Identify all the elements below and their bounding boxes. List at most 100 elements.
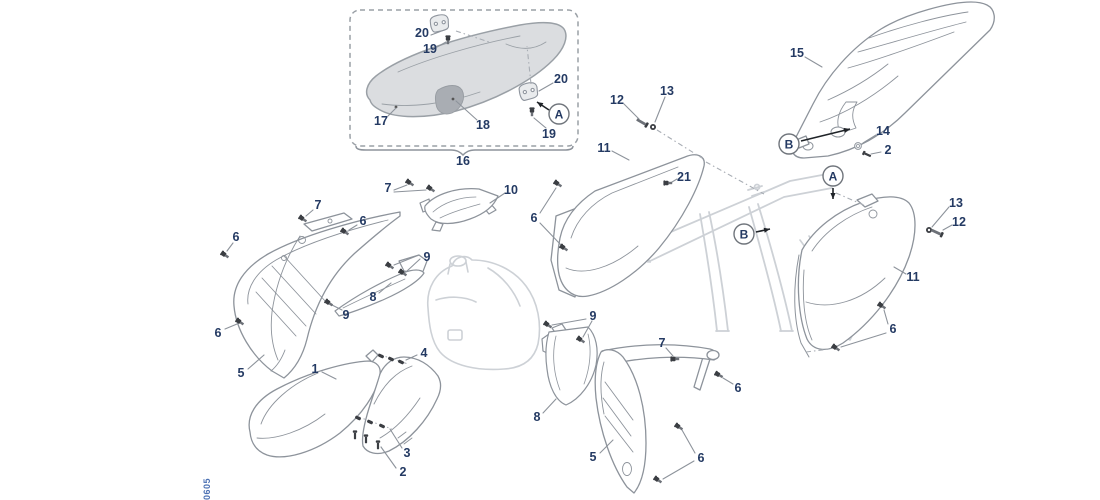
rivet-icon <box>367 419 373 425</box>
callout-8: 8 <box>534 410 541 424</box>
reference-line <box>656 129 703 159</box>
leader-line <box>378 282 392 294</box>
leader-line <box>393 254 420 266</box>
leader-line <box>665 347 674 357</box>
screw-head <box>386 262 392 268</box>
nut-hole <box>651 125 655 129</box>
screw-icon <box>529 107 535 117</box>
screw-head <box>236 318 242 324</box>
screw-head <box>406 179 412 185</box>
screw-shaft <box>835 347 841 352</box>
bolt_s-icon <box>862 150 872 158</box>
rivet-icon <box>388 356 394 362</box>
screw-flange <box>398 268 403 274</box>
leader-line <box>870 151 882 155</box>
screw-head <box>221 251 227 257</box>
leader-line <box>599 439 614 454</box>
view-marker-arrowhead <box>843 127 850 133</box>
callout-6: 6 <box>233 230 240 244</box>
screw-icon <box>324 298 334 307</box>
screw-icon <box>398 268 408 277</box>
callout-2: 2 <box>885 143 892 157</box>
screw-shaft <box>563 247 569 252</box>
bolt-head <box>375 440 381 443</box>
screw-shaft <box>657 479 663 484</box>
view-marker-circle <box>548 103 570 125</box>
screw-icon <box>405 178 415 187</box>
reference-line <box>835 192 867 207</box>
screw-flange <box>385 261 390 267</box>
screw-shaft <box>328 302 334 307</box>
screw-flange <box>426 184 431 190</box>
screw-flange <box>714 370 718 376</box>
leader-line <box>539 187 557 214</box>
side-panel-small-drawing <box>541 323 598 406</box>
screw-icon <box>385 261 395 270</box>
screw-head <box>560 244 566 250</box>
callout-18: 18 <box>476 118 490 132</box>
bolt-icon <box>636 118 649 128</box>
callout-6: 6 <box>735 381 742 395</box>
screw-shaft <box>580 339 586 344</box>
screw-icon <box>877 301 887 310</box>
fasteners-layer <box>220 35 944 484</box>
bolt-shaft <box>931 228 941 236</box>
nut-hole <box>927 228 931 232</box>
washer-icon <box>854 142 862 150</box>
leader-line <box>380 446 397 469</box>
leader-line <box>331 304 343 311</box>
screw-icon <box>543 320 553 329</box>
bolt-icon <box>931 228 944 238</box>
screw-shaft <box>530 112 534 117</box>
callout-3: 3 <box>404 446 411 460</box>
view-marker-letter: A <box>555 108 564 122</box>
view-marker-letter: A <box>829 170 838 184</box>
leader-line <box>840 332 887 348</box>
bolt-head <box>862 150 866 156</box>
rivet-body <box>367 419 373 425</box>
screw-flange <box>445 35 451 38</box>
leader-line <box>623 103 640 120</box>
airbox-cover-drawing <box>419 188 499 232</box>
leader-line <box>539 222 562 246</box>
screw-head <box>672 356 676 362</box>
screw-flange <box>670 356 673 362</box>
callout-1: 1 <box>312 362 319 376</box>
view-marker-arrowhead <box>763 227 770 233</box>
screw-shaft <box>718 374 724 379</box>
screw-shaft <box>430 188 436 193</box>
seat-bracket-front-drawing <box>429 14 450 33</box>
leader-line <box>671 178 678 183</box>
radiator-shroud-left-drawing <box>233 211 401 379</box>
leader-line <box>305 209 314 217</box>
callout-13: 13 <box>660 84 674 98</box>
screw-shaft <box>446 40 450 45</box>
screw-icon <box>653 475 663 484</box>
screw-flange <box>653 475 658 481</box>
callout-11: 11 <box>597 141 610 155</box>
view-marker-letter: B <box>785 138 794 152</box>
leader-line <box>654 96 666 123</box>
leader-line <box>226 242 234 252</box>
callout-9: 9 <box>343 308 350 322</box>
screw-flange <box>831 343 836 349</box>
screw-flange <box>543 320 548 326</box>
callout-7: 7 <box>315 198 322 212</box>
bolt-shaft <box>353 432 357 440</box>
view-marker-B: B <box>778 127 851 155</box>
leader-line <box>931 206 950 228</box>
screw-shaft <box>409 182 415 187</box>
front-fender-drawing <box>248 349 442 458</box>
leader-line <box>681 429 696 454</box>
screw-icon <box>714 370 724 379</box>
callout-6: 6 <box>890 322 897 336</box>
leader-line <box>582 320 593 338</box>
side-panel-left-drawing <box>550 154 705 298</box>
callout-17: 17 <box>374 114 388 128</box>
screw-flange <box>663 180 666 186</box>
screw-flange <box>235 317 240 323</box>
leader-line <box>224 323 238 330</box>
screw-head <box>675 423 681 429</box>
screw-icon <box>831 343 841 352</box>
